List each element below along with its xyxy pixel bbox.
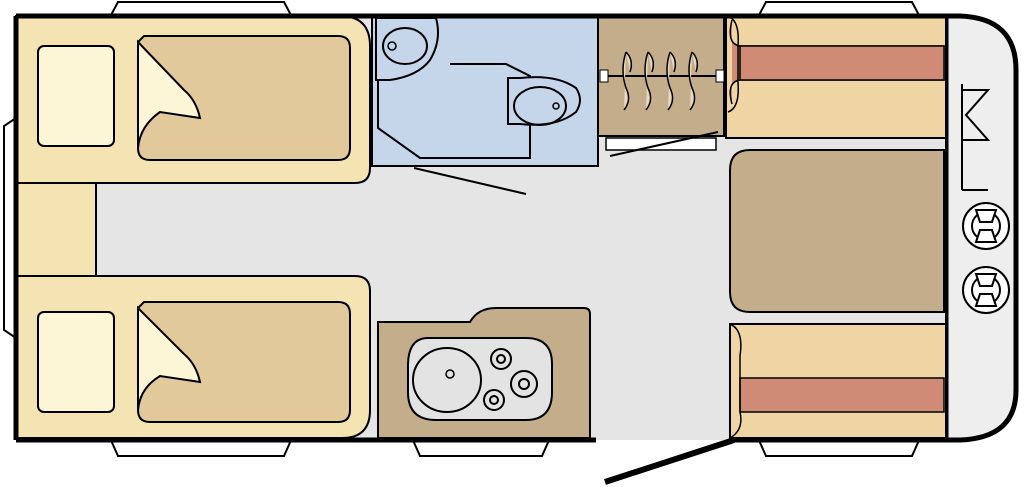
- kitchen: [377, 307, 591, 439]
- washroom-counter: [377, 63, 531, 159]
- bench-top: [725, 15, 947, 139]
- bed-base-connector: [15, 182, 97, 280]
- door-icon: [413, 167, 527, 195]
- washbasin: [375, 17, 439, 81]
- sink: [412, 347, 482, 413]
- bed-bottom: [15, 275, 371, 439]
- bench-bottom: [729, 323, 947, 439]
- mattress: [137, 35, 351, 161]
- washroom: [371, 15, 599, 195]
- mattress: [137, 301, 351, 423]
- door-icon: [609, 131, 719, 157]
- blanket-fold: [137, 305, 202, 411]
- gas-bottle-icon: [962, 266, 1010, 314]
- bed-top: [15, 15, 371, 184]
- drawbar-icon: [961, 84, 991, 191]
- door-icon: [604, 437, 735, 485]
- dinette-table: [729, 149, 945, 313]
- hanger-icons: [622, 51, 699, 111]
- hob-burners: [483, 348, 538, 411]
- outer-walls: [13, 13, 950, 443]
- blanket-fold: [137, 39, 202, 149]
- pillow: [37, 311, 115, 413]
- wardrobe: [597, 15, 725, 157]
- pillow: [37, 45, 115, 147]
- washbasin-bowl: [382, 27, 428, 65]
- gas-bottle-icon: [962, 202, 1010, 250]
